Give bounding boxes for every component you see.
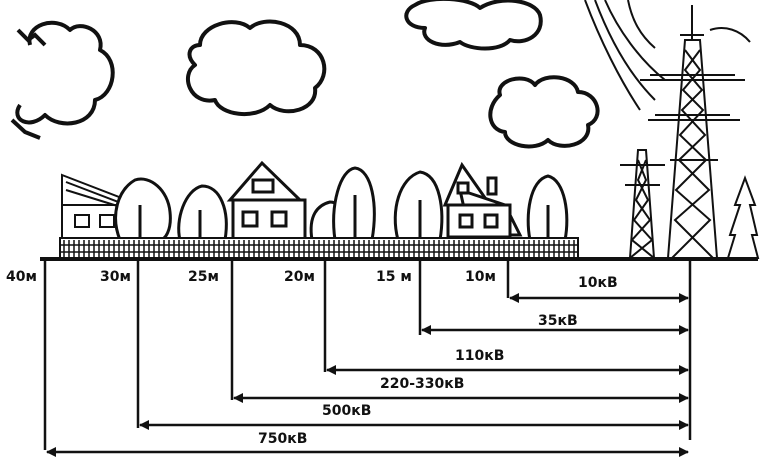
house-icon — [442, 161, 523, 239]
fence — [59, 237, 579, 259]
voltage-label: 110кВ — [455, 348, 504, 364]
distance-label: 10м — [465, 269, 496, 285]
power-tower-icon — [620, 149, 665, 259]
voltage-label: 10кВ — [578, 275, 618, 291]
house-icon — [226, 160, 307, 244]
voltage-label: 500кВ — [322, 403, 371, 419]
voltage-arrows — [46, 293, 689, 457]
voltage-label: 220-330кВ — [380, 376, 464, 392]
power-line-wires — [584, 0, 751, 111]
cloud-icon — [185, 19, 327, 117]
distance-label: 20м — [284, 269, 315, 285]
distance-labels: 40м 30м 25м 20м 15 м 10м — [6, 269, 496, 285]
voltage-labels: 10кВ 35кВ 110кВ 220-330кВ 500кВ 750кВ — [258, 275, 618, 447]
voltage-label: 35кВ — [538, 313, 578, 329]
distance-markers — [43, 259, 692, 450]
tree-icon — [393, 170, 444, 242]
distance-label: 40м — [6, 269, 37, 285]
cloud-icon — [15, 20, 115, 126]
cloud-icon — [404, 0, 543, 51]
cloud-icon — [488, 75, 600, 149]
voltage-label: 750кВ — [258, 431, 307, 447]
distance-label: 15 м — [376, 269, 412, 285]
cloud-fragment-icon — [10, 118, 41, 140]
cloud-fragment-icon — [16, 28, 47, 47]
tree-icon — [114, 177, 172, 242]
tree-icon — [177, 184, 228, 242]
tree-icon — [726, 175, 760, 259]
distance-label: 25м — [188, 269, 219, 285]
tree-icon — [526, 174, 569, 242]
tree-icon — [332, 166, 376, 242]
power-tower-icon — [640, 5, 745, 259]
distance-label: 30м — [100, 269, 131, 285]
